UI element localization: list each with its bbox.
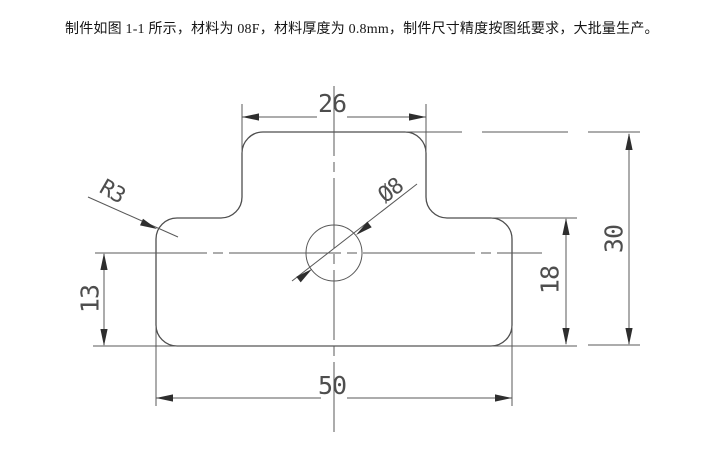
arrowhead xyxy=(296,269,312,283)
arrowhead xyxy=(156,394,173,402)
dim-label: 26 xyxy=(318,89,346,118)
arrowhead xyxy=(100,329,108,346)
problem-statement: 制件如图 1-1 所示，材料为 08F，材料厚度为 0.8mm，制件尺寸精度按图… xyxy=(65,22,659,37)
leader-corner-radius: R3 xyxy=(87,175,179,238)
arrowhead xyxy=(409,113,426,121)
arrowhead xyxy=(140,218,157,229)
dim-hole-center-height: 13 xyxy=(76,253,108,346)
dim-label: Ø8 xyxy=(374,174,409,209)
dim-base-width: 50 xyxy=(155,326,513,406)
arrowhead xyxy=(625,328,633,345)
dim-label: 13 xyxy=(76,285,105,313)
dim-label: 30 xyxy=(600,225,629,253)
arrowhead xyxy=(562,328,570,345)
dim-overall-height: 30 xyxy=(405,131,640,346)
leader-line xyxy=(87,196,179,238)
arrowhead xyxy=(495,394,512,402)
dim-shoulder-height: 18 xyxy=(491,217,577,345)
arrowhead xyxy=(562,218,570,235)
arrowhead xyxy=(100,253,108,270)
arrowhead xyxy=(242,113,259,121)
arrowhead xyxy=(356,221,372,235)
dim-top-width: 26 xyxy=(241,89,427,153)
leader-line xyxy=(291,183,418,282)
dim-label: R3 xyxy=(95,175,129,209)
leader-hole-diameter: Ø8 xyxy=(291,174,418,283)
arrowhead xyxy=(625,133,633,150)
dim-label: 50 xyxy=(318,371,346,400)
dim-label: 18 xyxy=(536,266,565,294)
